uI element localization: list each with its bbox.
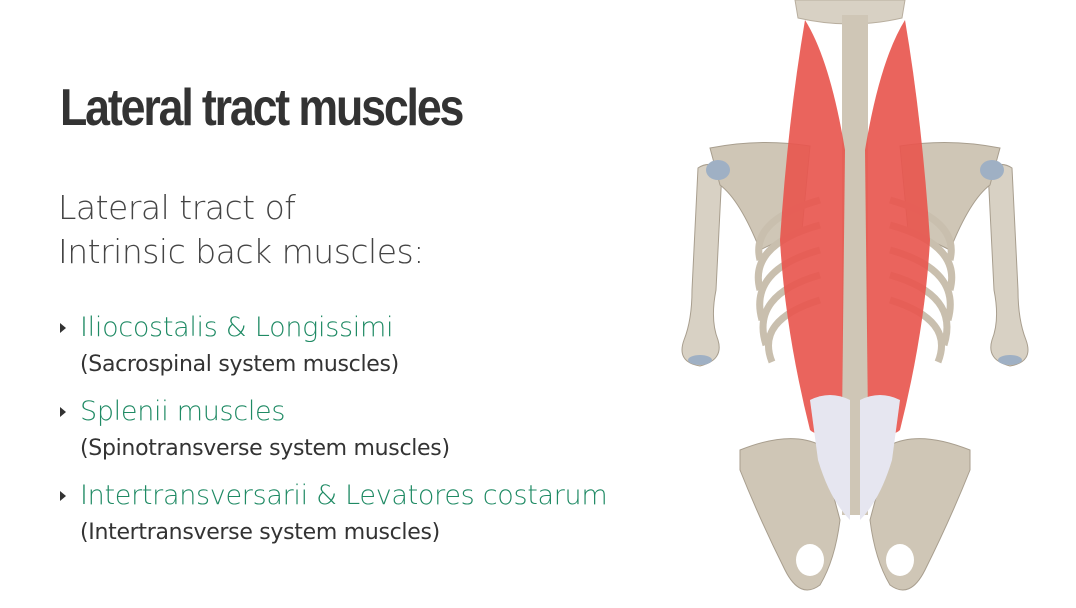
intro-line-1: Lateral tract of xyxy=(58,188,296,227)
muscle-list: Iliocostalis & Longissimi (Sacrospinal s… xyxy=(58,309,698,561)
item-title: Intertransversarii & Levatores costarum xyxy=(80,480,608,511)
bullet-triangle-icon xyxy=(60,407,66,417)
item-subtitle: (Intertransverse system muscles) xyxy=(80,520,440,545)
bullet-triangle-icon xyxy=(60,491,66,501)
anatomy-illustration xyxy=(670,0,1040,604)
skeleton-back-muscles-icon xyxy=(681,0,1029,591)
list-item: Intertransversarii & Levatores costarum … xyxy=(58,477,698,551)
item-subtitle: (Spinotransverse system muscles) xyxy=(80,436,450,461)
item-subtitle: (Sacrospinal system muscles) xyxy=(80,352,399,377)
intro-line-2: Intrinsic back muscles: xyxy=(58,232,424,271)
bullet-triangle-icon xyxy=(60,323,66,333)
list-item: Iliocostalis & Longissimi (Sacrospinal s… xyxy=(58,309,698,383)
item-title: Splenii muscles xyxy=(80,396,286,427)
slide-title: Lateral tract muscles xyxy=(60,79,464,137)
intro-text: Lateral tract of Intrinsic back muscles: xyxy=(58,186,424,274)
item-title: Iliocostalis & Longissimi xyxy=(80,312,394,343)
list-item: Splenii muscles (Spinotransverse system … xyxy=(58,393,698,467)
